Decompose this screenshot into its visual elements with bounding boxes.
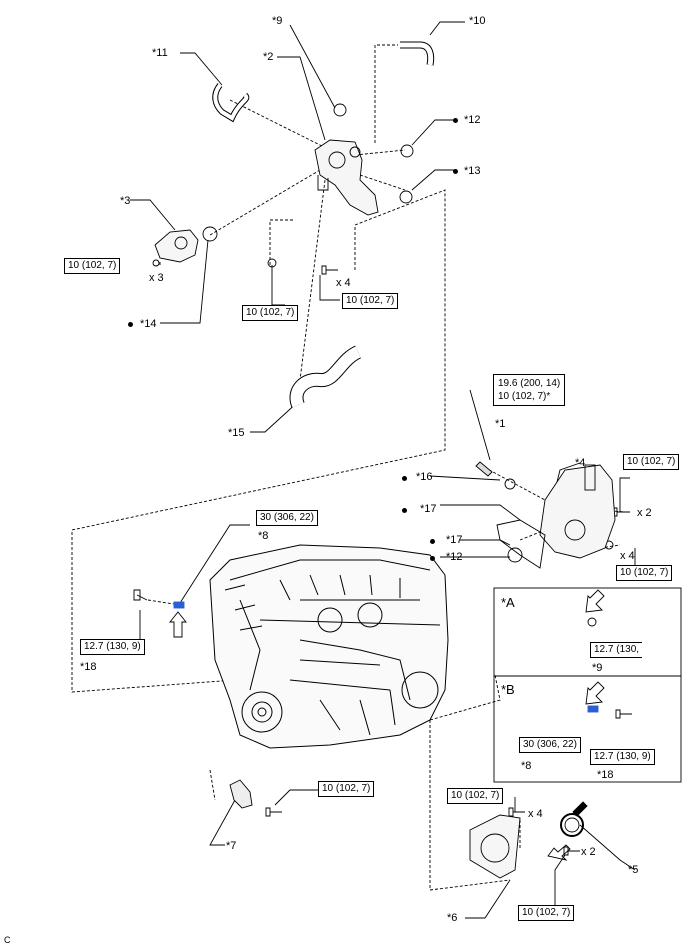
torque-detail-b-18: 12.7 (130, 9) — [590, 749, 655, 765]
callout-9: *9 — [272, 15, 283, 27]
callout-10: *10 — [469, 15, 486, 27]
callout-5: *5 — [628, 864, 639, 876]
bolts — [133, 258, 632, 856]
callout-11: *11 — [152, 47, 168, 59]
water-outlet-housing — [314, 139, 379, 216]
torque-detail-a: 12.7 (130, — [590, 642, 643, 658]
bullet-icon — [402, 508, 407, 513]
clip-9 — [333, 103, 347, 117]
torque-pump-top: 10 (102, 7) — [623, 454, 680, 470]
install-arrows — [169, 589, 605, 861]
callout-9b: *9 — [592, 662, 603, 674]
gasket-16 — [504, 478, 516, 490]
bullet-icon — [430, 556, 435, 561]
plug-8 — [173, 601, 185, 609]
torque-retainer-top: 10 (102, 7) — [447, 788, 504, 804]
callout-8b: *8 — [521, 760, 532, 772]
torque-outlet: 10 (102, 7) — [342, 293, 399, 309]
gasket-14 — [202, 226, 218, 242]
detail-frame — [493, 587, 682, 783]
torque-center: 10 (102, 7) — [242, 305, 299, 321]
bullet-icon — [402, 476, 407, 481]
callout-14: *14 — [140, 318, 157, 330]
torque-sensor-line1: 19.6 (200, 14) — [498, 378, 561, 389]
callout-12b: *12 — [446, 551, 463, 563]
plug-8-detail — [587, 705, 599, 713]
callout-17b: *17 — [446, 534, 463, 546]
callout-2: *2 — [263, 51, 274, 63]
torque-retainer-bottom: 10 (102, 7) — [518, 905, 575, 921]
torque-sensor-line2: 10 (102, 7)* — [498, 391, 551, 402]
torque-thermostat: 10 (102, 7) — [64, 258, 121, 274]
callout-13: *13 — [464, 165, 481, 177]
detail-b-label: *B — [501, 682, 515, 697]
engine-block-illustration — [209, 544, 449, 749]
callout-8: *8 — [258, 530, 269, 542]
callout-15: *15 — [228, 427, 245, 439]
gasket-12-lower — [507, 547, 523, 563]
callout-17: *17 — [420, 503, 437, 515]
count-x2-pump: x 2 — [637, 507, 652, 519]
torque-plug18: 12.7 (130, 9) — [80, 639, 145, 655]
count-x4-pump: x 4 — [620, 550, 635, 562]
callout-12: *12 — [464, 114, 481, 126]
leader-lines — [130, 21, 636, 919]
callout-18b: *18 — [597, 769, 614, 781]
seal-retainer-6 — [469, 814, 521, 879]
figure-code: C — [4, 935, 11, 945]
sensor-1 — [475, 461, 493, 477]
torque-plug8: 30 (306, 22) — [256, 510, 318, 526]
callout-6: *6 — [447, 912, 458, 924]
bullet-icon — [128, 322, 133, 327]
count-x2-retainer: x 2 — [581, 846, 596, 858]
bullet-icon — [453, 118, 458, 123]
torque-sensor: 19.6 (200, 14) 10 (102, 7)* — [493, 374, 566, 406]
count-x4-outlet: x 4 — [336, 277, 351, 289]
bullet-icon — [430, 539, 435, 544]
torque-sensor7: 10 (102, 7) — [318, 781, 375, 797]
callout-18: *18 — [80, 661, 97, 673]
gasket-12-top — [400, 144, 414, 158]
oil-seal-5 — [560, 813, 584, 837]
callout-1: *1 — [495, 418, 506, 430]
callout-3: *3 — [120, 195, 131, 207]
detail-a-label: *A — [501, 595, 515, 610]
gasket-13 — [399, 190, 413, 204]
callout-7: *7 — [226, 840, 237, 852]
count-x4-retainer: x 4 — [528, 808, 543, 820]
count-x3: x 3 — [149, 272, 164, 284]
torque-pump-bottom: 10 (102, 7) — [616, 565, 673, 581]
callout-16: *16 — [416, 471, 433, 483]
torque-detail-b-8: 30 (306, 22) — [519, 737, 581, 753]
thermostat-housing — [152, 229, 199, 267]
sensor-7 — [229, 779, 253, 809]
water-pump — [539, 464, 616, 559]
callout-4: *4 — [575, 457, 586, 469]
bullet-icon — [453, 169, 458, 174]
gasket-plate-17 — [496, 519, 546, 569]
